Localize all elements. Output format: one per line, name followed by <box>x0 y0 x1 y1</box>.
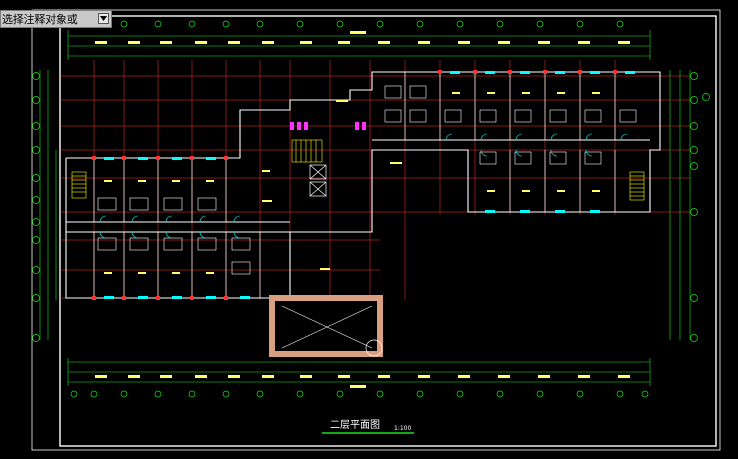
drawing-frame-outer <box>31 9 721 451</box>
room-partitions <box>93 72 616 298</box>
stairwell-center <box>291 139 323 163</box>
axis-bubbles-left <box>32 72 40 342</box>
stairwell-left <box>71 171 87 199</box>
dimension-lines-bottom <box>67 358 651 386</box>
stairwell-right <box>629 171 645 201</box>
command-prompt-tooltip: 选择注释对象或 <box>0 10 112 28</box>
window-marks <box>104 71 635 299</box>
dimension-lines-right <box>669 70 691 340</box>
drawing-title: 二层平面图 <box>330 419 380 431</box>
room-label-marks <box>104 92 600 274</box>
axis-bubbles-right <box>690 72 710 342</box>
dimension-text-bottom <box>95 375 630 388</box>
axis-bubbles-top <box>90 20 624 28</box>
structural-columns <box>92 70 617 300</box>
dimension-lines-left <box>39 70 57 340</box>
bathroom-fixtures <box>97 85 637 275</box>
restroom-fixtures <box>290 122 366 130</box>
drawing-frame-inner <box>59 15 717 447</box>
door-swings <box>99 133 628 239</box>
elevator-shafts <box>309 164 327 197</box>
dimension-text-top <box>95 31 630 44</box>
prompt-options-dropdown-button[interactable] <box>98 13 109 24</box>
axis-bubbles-bottom <box>70 390 649 398</box>
dimension-lines-top <box>67 30 651 60</box>
drawing-scale: 1:100 <box>394 425 411 432</box>
chevron-down-icon <box>100 16 107 21</box>
entrance-canopy-hatch <box>269 295 383 357</box>
command-prompt-text: 选择注释对象或 <box>2 13 78 26</box>
building-walls <box>65 71 661 299</box>
